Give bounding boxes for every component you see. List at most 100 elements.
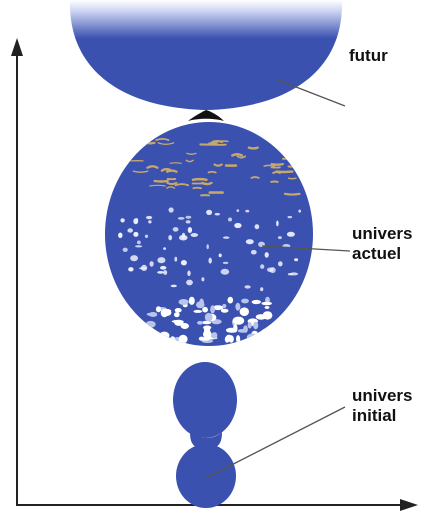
dust-fleck — [223, 262, 229, 264]
dust-clump — [262, 329, 267, 334]
dust-fleck — [181, 260, 187, 265]
dust-clump — [172, 320, 184, 323]
dust-fleck — [267, 268, 274, 273]
dust-fleck — [223, 236, 229, 238]
label-initial-line2: initial — [352, 406, 412, 426]
dust-fleck — [290, 272, 298, 275]
dust-clump — [264, 340, 270, 343]
dust-clump — [202, 307, 208, 313]
y-axis-arrow-icon — [11, 38, 23, 56]
dust-fleck — [294, 258, 298, 261]
dust-clump — [146, 321, 156, 328]
current-universe-blob — [105, 122, 313, 346]
galaxy-mark — [150, 185, 165, 186]
label-current-line1: univers — [352, 224, 412, 244]
dust-fleck — [127, 228, 133, 232]
dust-fleck — [179, 235, 188, 241]
dust-clump — [147, 313, 157, 316]
dust-fleck — [128, 267, 133, 271]
galaxy-mark — [264, 165, 274, 166]
dust-fleck — [120, 218, 124, 222]
dust-clump — [261, 302, 272, 305]
galaxy-mark — [170, 163, 181, 164]
dust-clump — [225, 336, 230, 343]
galaxy-mark — [209, 172, 216, 173]
galaxy-mark — [273, 172, 280, 173]
galaxy-mark — [232, 154, 242, 155]
dust-fleck — [207, 244, 209, 249]
initial-blob-lower — [176, 444, 236, 508]
dust-clump — [228, 297, 234, 304]
dust-clump — [235, 303, 240, 311]
dust-clump — [263, 311, 273, 319]
dust-fleck — [206, 210, 212, 215]
dust-fleck — [191, 233, 199, 237]
dust-fleck — [245, 285, 251, 288]
dust-fleck — [174, 257, 177, 262]
dust-clump — [205, 313, 213, 322]
dust-fleck — [237, 209, 240, 212]
dust-clump — [252, 300, 261, 304]
dust-fleck — [255, 224, 260, 229]
dust-clump — [211, 332, 217, 339]
dust-fleck — [278, 236, 282, 239]
galaxy-mark — [215, 165, 222, 166]
dust-fleck — [265, 252, 269, 258]
dust-fleck — [201, 277, 204, 281]
dust-clump — [197, 321, 203, 325]
dust-clump — [170, 336, 176, 344]
dust-fleck — [234, 223, 241, 228]
dust-clump — [193, 310, 202, 313]
galaxy-mark — [249, 148, 258, 149]
dust-fleck — [251, 250, 257, 255]
dust-clump — [203, 326, 211, 330]
dust-fleck — [187, 271, 190, 277]
label-initial-universe: univers initial — [352, 386, 412, 426]
label-current-universe: univers actuel — [352, 224, 412, 264]
dust-fleck — [141, 265, 147, 271]
initial-universe-blob — [173, 362, 237, 508]
label-future: futur — [349, 46, 388, 66]
label-future-text: futur — [349, 46, 388, 66]
dust-fleck — [118, 233, 122, 239]
dust-clump — [156, 306, 161, 312]
dust-clump — [175, 308, 182, 313]
dust-clump — [199, 299, 204, 308]
dust-clump — [253, 322, 258, 330]
pinch-point — [188, 110, 224, 121]
dust-clump — [162, 309, 172, 313]
dust-clump — [265, 306, 270, 309]
dust-clump — [241, 299, 249, 304]
dust-fleck — [171, 285, 177, 288]
dust-fleck — [276, 221, 278, 227]
dust-fleck — [150, 261, 154, 267]
dust-fleck — [287, 232, 295, 237]
dust-fleck — [246, 239, 254, 244]
dust-fleck — [168, 235, 172, 240]
dust-clump — [236, 335, 240, 343]
dust-clump — [179, 338, 187, 342]
dust-fleck — [157, 257, 165, 263]
dust-clump — [174, 312, 180, 317]
dust-fleck — [186, 280, 193, 286]
leader-line-future — [278, 80, 345, 106]
dust-fleck — [135, 245, 142, 247]
galaxy-mark — [289, 178, 297, 179]
dust-clump — [179, 299, 189, 305]
dust-clump — [201, 337, 210, 340]
dust-clump — [233, 317, 245, 325]
dust-fleck — [137, 241, 141, 245]
dust-fleck — [186, 216, 192, 219]
dust-fleck — [146, 216, 152, 219]
dust-fleck — [148, 220, 151, 223]
dust-fleck — [228, 218, 232, 222]
dust-clump — [240, 307, 249, 316]
dust-clump — [221, 309, 229, 313]
dust-fleck — [130, 255, 138, 261]
dust-clump — [222, 304, 226, 308]
dust-fleck — [173, 227, 179, 232]
dust-clump — [247, 334, 257, 342]
dust-clump — [226, 328, 237, 333]
dust-clump — [189, 297, 195, 305]
galaxy-mark — [155, 181, 168, 182]
